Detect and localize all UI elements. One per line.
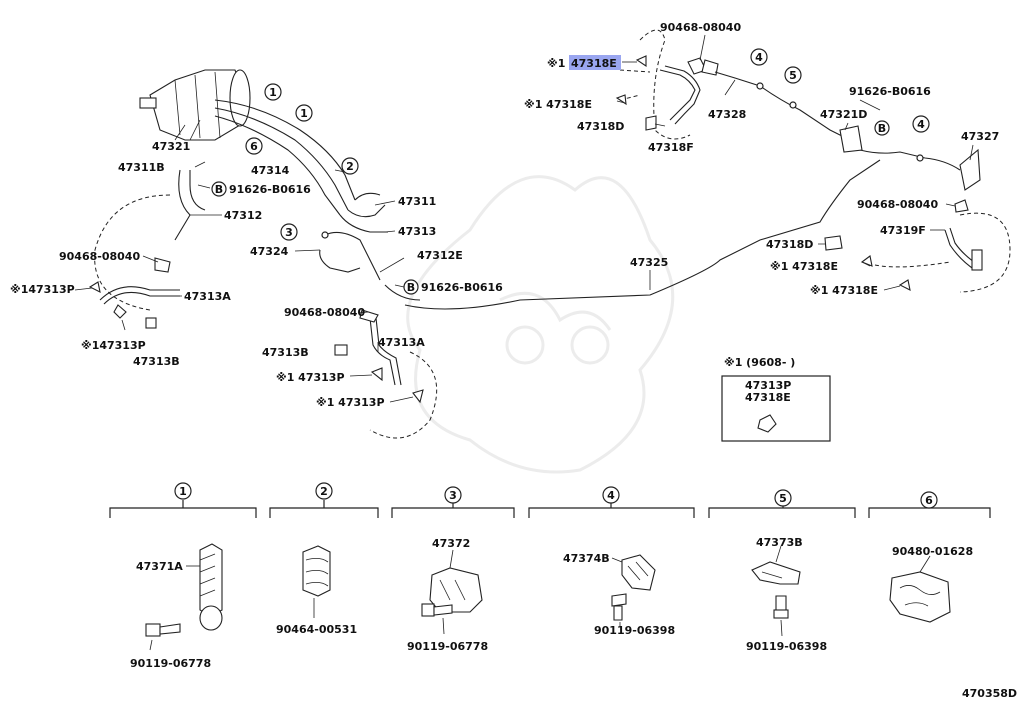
label-91626-B0616-b: 91626-B0616: [421, 281, 503, 294]
legend-label-90119-06398-b: 90119-06398: [746, 640, 827, 653]
legend-num-5: 5: [779, 492, 787, 505]
label-91626-B0616-c: 91626-B0616: [849, 85, 931, 98]
legend-label-90119-06778-b: 90119-06778: [407, 640, 488, 653]
label-47313A-mid: 47313A: [378, 336, 425, 349]
legend: 1 2 3 4 5 6: [109, 482, 991, 670]
label-47313P-left: ※147313P: [10, 283, 75, 296]
legend-num-3: 3: [449, 489, 457, 502]
note-line2: 47318E: [745, 391, 791, 404]
note-line1: 47313P: [745, 379, 791, 392]
legend-label-47372: 47372: [432, 537, 470, 550]
rear-right-assembly: [615, 29, 981, 213]
marker-1a: 1: [269, 86, 277, 99]
diagram-markers: 1 1 2 3 6 4 5 4 B B B: [211, 48, 930, 295]
watermark: [406, 175, 675, 474]
legend-label-47374B: 47374B: [563, 552, 610, 565]
clamp-5-drawing: [751, 561, 801, 619]
marker-5: 5: [789, 69, 797, 82]
label-47312: 47312: [224, 209, 262, 222]
bolt-marker-c: B: [878, 122, 886, 135]
legend-label-90464-00531: 90464-00531: [276, 623, 357, 636]
marker-4a: 4: [755, 51, 763, 64]
legend-label-47371A: 47371A: [136, 560, 183, 573]
clamp-6-drawing: [889, 571, 951, 623]
clamp-1-drawing: [145, 543, 223, 637]
label-91626-B0616-a: 91626-B0616: [229, 183, 311, 196]
label-90468-08040-right: 90468-08040: [857, 198, 938, 211]
label-47318F-top: 47318F: [648, 141, 694, 154]
bolt-marker-b: B: [407, 281, 415, 294]
legend-num-6: 6: [925, 494, 933, 507]
label-47311: 47311: [398, 195, 436, 208]
label-47313P-mid1: ※1 47313P: [276, 371, 345, 384]
highlight-47318E: [569, 55, 621, 70]
label-47318E-2: ※1 47318E: [524, 98, 592, 111]
label-47318E-right2: ※1 47318E: [810, 284, 878, 297]
label-90468-08040-top: 90468-08040: [660, 21, 741, 34]
legend-num-2: 2: [320, 485, 328, 498]
marker-3: 3: [285, 226, 293, 239]
label-47313P-mid2: ※1 47313P: [316, 396, 385, 409]
part-labels: 47321 47311B 91626-B0616 47312 90468-080…: [10, 21, 999, 409]
label-47314: 47314: [251, 164, 290, 177]
label-47318D-top: 47318D: [577, 120, 624, 133]
label-90468-08040-b: 90468-08040: [284, 306, 365, 319]
clamp-4-drawing: [611, 554, 656, 621]
label-47321D: 47321D: [820, 108, 867, 121]
middle-wheel: [334, 309, 438, 439]
label-47318E-right1: ※1 47318E: [770, 260, 838, 273]
clamp-2-drawing: [302, 545, 331, 597]
label-47318D-right: 47318D: [766, 238, 813, 251]
label-47312E: 47312E: [417, 249, 463, 262]
label-47327: 47327: [961, 130, 999, 143]
rear-main-pipe: [384, 159, 881, 310]
diagram-id: 470358D: [962, 687, 1017, 700]
label-47313: 47313: [398, 225, 436, 238]
label-90468-08040-a: 90468-08040: [59, 250, 140, 263]
left-front-wheel: [88, 194, 180, 329]
label-47318E-prefix: ※1: [547, 57, 565, 70]
legend-num-1: 1: [179, 485, 187, 498]
label-47321: 47321: [152, 140, 190, 153]
legend-label-90480-01628: 90480-01628: [892, 545, 973, 558]
master-cylinder: [139, 69, 251, 141]
label-47324: 47324: [250, 245, 289, 258]
label-47313A-left: 47313A: [184, 290, 231, 303]
clamp-3-drawing: [421, 567, 483, 617]
label-47325: 47325: [630, 256, 668, 269]
label-47318E-highlighted: 47318E: [571, 57, 617, 70]
label-47313P-left2: ※147313P: [81, 339, 146, 352]
label-47319F: 47319F: [880, 224, 926, 237]
label-47328: 47328: [708, 108, 746, 121]
note-box: ※1 (9608- ) 47313P 47318E: [721, 356, 831, 442]
legend-label-90119-06398-a: 90119-06398: [594, 624, 675, 637]
marker-4b: 4: [917, 118, 925, 131]
legend-label-47373B: 47373B: [756, 536, 803, 549]
leader-lines: [74, 34, 974, 403]
label-47311B: 47311B: [118, 161, 165, 174]
legend-label-90119-06778-a: 90119-06778: [130, 657, 211, 670]
marker-6: 6: [250, 140, 258, 153]
bolt-marker-a: B: [215, 183, 223, 196]
right-wheel: [824, 212, 1011, 293]
note-header: ※1 (9608- ): [724, 356, 795, 369]
front-pipes: [174, 99, 388, 281]
label-47313B-left: 47313B: [133, 355, 180, 368]
legend-num-4: 4: [607, 489, 615, 502]
marker-2: 2: [346, 160, 354, 173]
marker-1b: 1: [300, 107, 308, 120]
label-47313B-mid: 47313B: [262, 346, 309, 359]
